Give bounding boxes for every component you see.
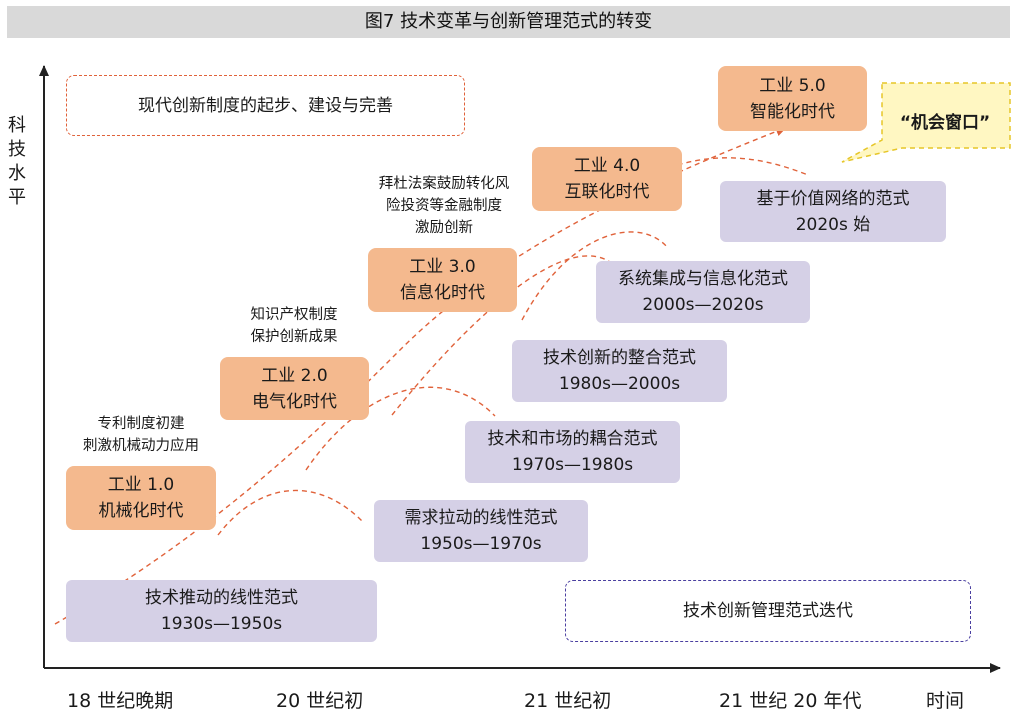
paradigm-box-1: 技术推动的线性范式 1930s—1950s xyxy=(66,580,377,642)
institution-note-3: 拜杜法案鼓励转化风 险投资等金融制度 激励创新 xyxy=(356,173,532,239)
callout-bubble xyxy=(841,82,1011,163)
note-line: 保护创新成果 xyxy=(250,329,338,345)
paradigm-period: 1950s—1970s xyxy=(420,534,542,554)
paradigm-period: 2020s 始 xyxy=(795,214,871,235)
stage-era: 互联化时代 xyxy=(564,182,650,202)
stage-era: 智能化时代 xyxy=(750,101,835,122)
paradigm-box-4: 技术创新的整合范式 1980s—2000s xyxy=(512,340,727,402)
stage-name: 工业 5.0 xyxy=(759,75,826,96)
paradigm-name: 技术创新的整合范式 xyxy=(543,348,696,368)
paradigm-iteration-label: 技术创新管理范式迭代 xyxy=(683,601,853,621)
note-line: 知识产权制度 xyxy=(250,307,338,323)
paradigm-box-6: 基于价值网络的范式 2020s 始 xyxy=(720,181,946,242)
stage-name: 工业 4.0 xyxy=(573,156,641,176)
paradigm-name: 技术和市场的耦合范式 xyxy=(487,429,658,449)
page-title: 图7 技术变革与创新管理范式的转变 xyxy=(364,11,653,32)
x-tick-label: 18 世纪晚期 xyxy=(67,690,174,712)
paradigm-box-5: 系统集成与信息化范式 2000s—2020s xyxy=(596,261,810,323)
paradigm-name: 基于价值网络的范式 xyxy=(756,188,910,209)
industry-stage-5: 工业 5.0 智能化时代 xyxy=(718,66,867,131)
stage-name: 工业 2.0 xyxy=(261,365,328,386)
industry-stage-1: 工业 1.0 机械化时代 xyxy=(66,466,216,530)
paradigm-period: 1980s—2000s xyxy=(558,374,681,394)
institution-note-1: 专利制度初建 刺激机械动力应用 xyxy=(58,413,224,457)
institution-evolution-label: 现代创新制度的起步、建设与完善 xyxy=(138,95,393,116)
note-line: 专利制度初建 xyxy=(97,416,185,432)
x-tick-label: 21 世纪初 xyxy=(524,690,612,712)
note-line: 刺激机械动力应用 xyxy=(83,438,199,454)
paradigm-name: 系统集成与信息化范式 xyxy=(618,269,788,289)
institution-evolution-box: 现代创新制度的起步、建设与完善 xyxy=(66,75,465,136)
x-axis-end-label: 时间 xyxy=(926,690,965,712)
institution-note-2: 知识产权制度 保护创新成果 xyxy=(214,304,374,348)
paradigm-iteration-box: 技术创新管理范式迭代 xyxy=(565,580,971,642)
paradigm-period: 1970s—1980s xyxy=(511,455,634,475)
opportunity-window-label: “机会窗口” xyxy=(899,113,991,133)
paradigm-name: 需求拉动的线性范式 xyxy=(404,508,558,528)
paradigm-name: 技术推动的线性范式 xyxy=(145,588,298,608)
paradigm-box-2: 需求拉动的线性范式 1950s—1970s xyxy=(374,500,588,562)
stage-name: 工业 3.0 xyxy=(409,257,476,277)
x-tick-label: 21 世纪 20 年代 xyxy=(719,690,862,712)
industry-stage-2: 工业 2.0 电气化时代 xyxy=(220,357,369,420)
stage-name: 工业 1.0 xyxy=(107,475,175,495)
note-line: 拜杜法案鼓励转化风 xyxy=(378,176,510,192)
note-line: 激励创新 xyxy=(415,220,473,236)
title-bar: 图7 技术变革与创新管理范式的转变 xyxy=(7,6,1010,38)
wave-2 xyxy=(305,386,496,471)
note-line: 险投资等金融制度 xyxy=(386,198,502,214)
y-axis-label: 科技水平 xyxy=(8,115,26,208)
industry-stage-4: 工业 4.0 互联化时代 xyxy=(532,147,682,211)
paradigm-period: 2000s—2020s xyxy=(642,295,764,315)
paradigm-period: 1930s—1950s xyxy=(160,614,283,634)
stage-era: 机械化时代 xyxy=(98,501,184,521)
paradigm-box-3: 技术和市场的耦合范式 1970s—1980s xyxy=(465,421,680,483)
stage-era: 电气化时代 xyxy=(252,391,337,412)
industry-stage-3: 工业 3.0 信息化时代 xyxy=(368,248,517,312)
wave-4 xyxy=(521,231,669,321)
x-tick-label: 20 世纪初 xyxy=(276,690,364,712)
stage-era: 信息化时代 xyxy=(400,283,485,303)
wave-1 xyxy=(217,489,364,536)
